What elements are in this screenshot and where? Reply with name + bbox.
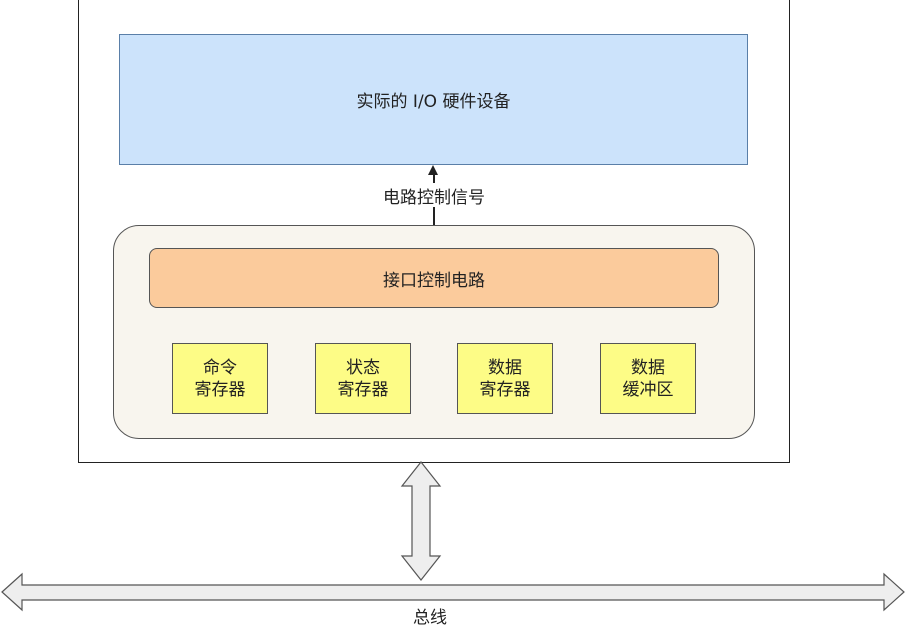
interface-control-circuit: 接口控制电路 <box>149 248 719 308</box>
data-register-line2: 寄存器 <box>479 379 531 400</box>
vertical-double-arrow <box>400 461 442 581</box>
control-signal-label-text: 电路控制信号 <box>383 187 485 208</box>
control-signal-arrowhead <box>428 165 438 175</box>
bus-label: 总线 <box>380 603 480 628</box>
command-register: 命令 寄存器 <box>172 343 268 414</box>
interface-control-circuit-label: 接口控制电路 <box>383 270 485 291</box>
io-hardware-device-label: 实际的 I/O 硬件设备 <box>356 92 511 112</box>
data-register: 数据 寄存器 <box>457 343 553 414</box>
bus-label-text: 总线 <box>413 607 447 628</box>
data-buffer-line1: 数据 <box>631 357 665 378</box>
command-register-line2: 寄存器 <box>194 379 246 400</box>
status-register-line2: 寄存器 <box>337 379 389 400</box>
data-register-line1: 数据 <box>488 357 522 378</box>
bus-double-arrow <box>1 572 905 612</box>
control-signal-label: 电路控制信号 <box>360 183 508 208</box>
status-register: 状态 寄存器 <box>315 343 411 414</box>
command-register-line1: 命令 <box>203 357 237 378</box>
data-buffer: 数据 缓冲区 <box>600 343 696 414</box>
status-register-line1: 状态 <box>346 357 380 378</box>
io-hardware-device: 实际的 I/O 硬件设备 <box>119 34 748 165</box>
data-buffer-line2: 缓冲区 <box>622 379 674 400</box>
